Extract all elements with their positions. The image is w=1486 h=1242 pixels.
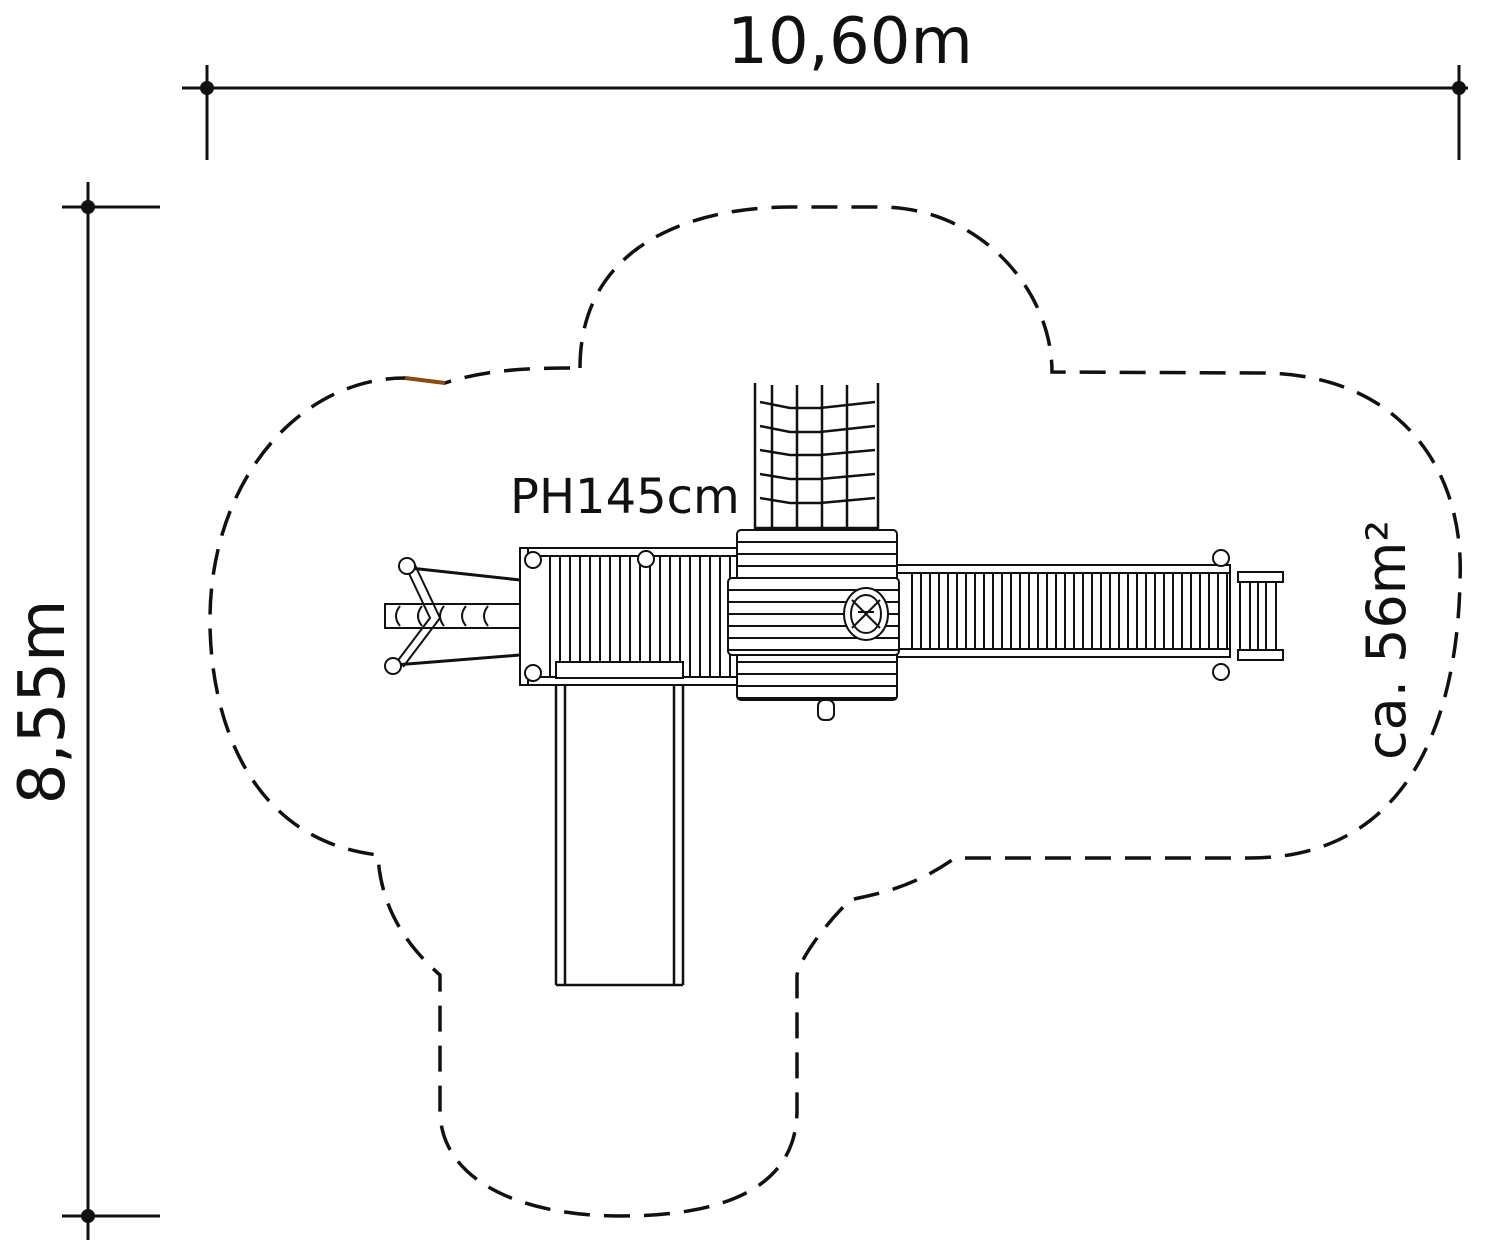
climbing-net xyxy=(753,383,880,530)
bridge xyxy=(896,564,1231,658)
platform-height-label: PH145cm xyxy=(510,469,740,525)
post xyxy=(384,657,402,675)
dimension-endpoint xyxy=(81,1209,95,1223)
post xyxy=(1212,663,1230,681)
post xyxy=(637,550,655,568)
post xyxy=(398,557,416,575)
width-dimension-line xyxy=(182,65,1468,160)
dimension-endpoint xyxy=(81,200,95,214)
slide xyxy=(554,685,685,987)
climbing-ladder-left xyxy=(384,564,521,668)
depth-label: 8,55m xyxy=(6,600,80,805)
dimension-endpoint xyxy=(1452,81,1466,95)
accent-segment xyxy=(404,376,446,385)
steering-wheel-icon xyxy=(843,587,889,641)
dimension-endpoint xyxy=(200,81,214,95)
left-platform xyxy=(519,547,738,686)
width-label: 10,60m xyxy=(727,5,973,79)
safety-area-outline xyxy=(208,205,1462,1218)
depth-dimension-line xyxy=(62,182,160,1240)
ladder-right xyxy=(1237,571,1284,661)
post xyxy=(524,551,542,569)
post xyxy=(524,664,542,682)
area-label: ca. 56m² xyxy=(1355,520,1418,760)
post xyxy=(1212,549,1230,567)
